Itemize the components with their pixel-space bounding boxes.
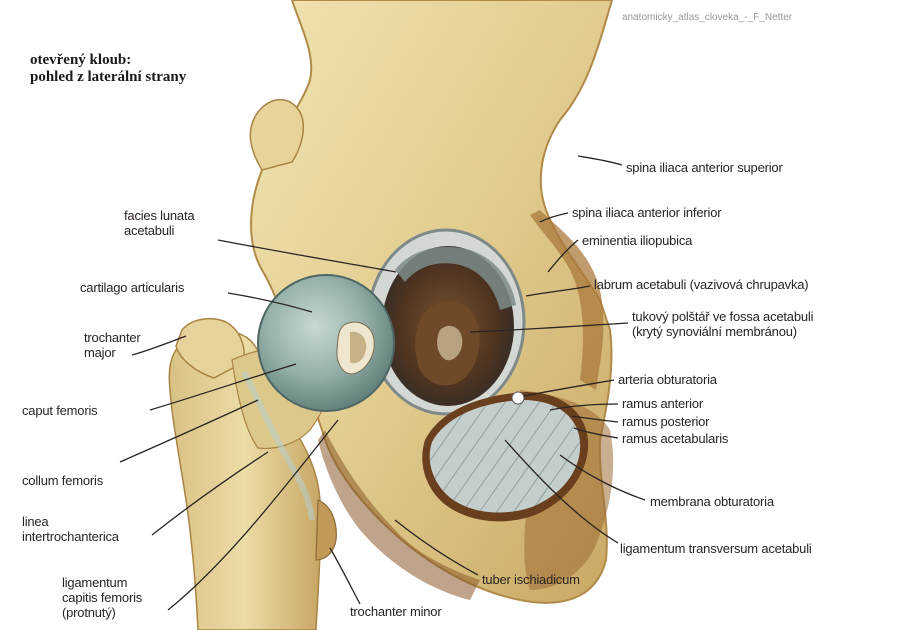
label-ramus-posterior: ramus posterior xyxy=(622,414,709,429)
label-trochanter-major-line-1: trochanter xyxy=(84,330,141,345)
label-linea-line-2: intertrochanterica xyxy=(22,529,119,544)
figure-title: otevřený kloub: pohled z laterální stran… xyxy=(30,52,186,86)
label-tukovy-line-2: (krytý synoviální membránou) xyxy=(632,324,813,339)
label-trochanter-major-line-2: major xyxy=(84,345,141,360)
label-arteria-obturatoria: arteria obturatoria xyxy=(618,372,717,387)
label-facies-lunata-line-1: facies lunata xyxy=(124,208,194,223)
label-spina-iliaca-anterior-superior: spina iliaca anterior superior xyxy=(626,160,783,175)
label-tuber-ischiadicum: tuber ischiadicum xyxy=(482,572,580,587)
label-linea-line-1: linea xyxy=(22,514,119,529)
label-caput-femoris: caput femoris xyxy=(22,403,97,418)
label-facies-lunata: facies lunata acetabuli xyxy=(124,208,194,238)
label-lig-capitis-line-3: (protnutý) xyxy=(62,605,142,620)
label-lig-capitis-line-2: capitis femoris xyxy=(62,590,142,605)
label-linea-intertrochanterica: linea intertrochanterica xyxy=(22,514,119,544)
title-line-1: otevřený kloub: xyxy=(30,52,186,69)
label-collum-femoris: collum femoris xyxy=(22,473,103,488)
title-line-2: pohled z laterální strany xyxy=(30,69,186,86)
label-ramus-anterior: ramus anterior xyxy=(622,396,703,411)
label-ligamentum-capitis-femoris: ligamentum capitis femoris (protnutý) xyxy=(62,575,142,620)
obturator-artery-dot xyxy=(512,392,524,404)
label-labrum-acetabuli: labrum acetabuli (vazivová chrupavka) xyxy=(594,277,808,292)
leader-spina-superior xyxy=(578,156,622,165)
label-membrana-obturatoria: membrana obturatoria xyxy=(650,494,774,509)
label-trochanter-major: trochanter major xyxy=(84,330,141,360)
label-tukovy-line-1: tukový polštář ve fossa acetabuli xyxy=(632,309,813,324)
label-lig-capitis-line-1: ligamentum xyxy=(62,575,142,590)
label-facies-lunata-line-2: acetabuli xyxy=(124,223,194,238)
label-spina-iliaca-anterior-inferior: spina iliaca anterior inferior xyxy=(572,205,721,220)
lesser-trochanter xyxy=(316,500,336,560)
source-credit: anatomicky_atlas_cloveka_-_F_Netter xyxy=(622,12,792,23)
label-ramus-acetabularis: ramus acetabularis xyxy=(622,431,728,446)
label-eminentia-iliopubica: eminentia iliopubica xyxy=(582,233,692,248)
label-ligamentum-transversum: ligamentum transversum acetabuli xyxy=(620,541,812,556)
label-trochanter-minor: trochanter minor xyxy=(350,604,441,619)
label-cartilago-articularis: cartilago articularis xyxy=(80,280,184,295)
leader-trochanter-minor xyxy=(330,548,360,604)
label-tukovy-polstar: tukový polštář ve fossa acetabuli (krytý… xyxy=(632,309,813,339)
